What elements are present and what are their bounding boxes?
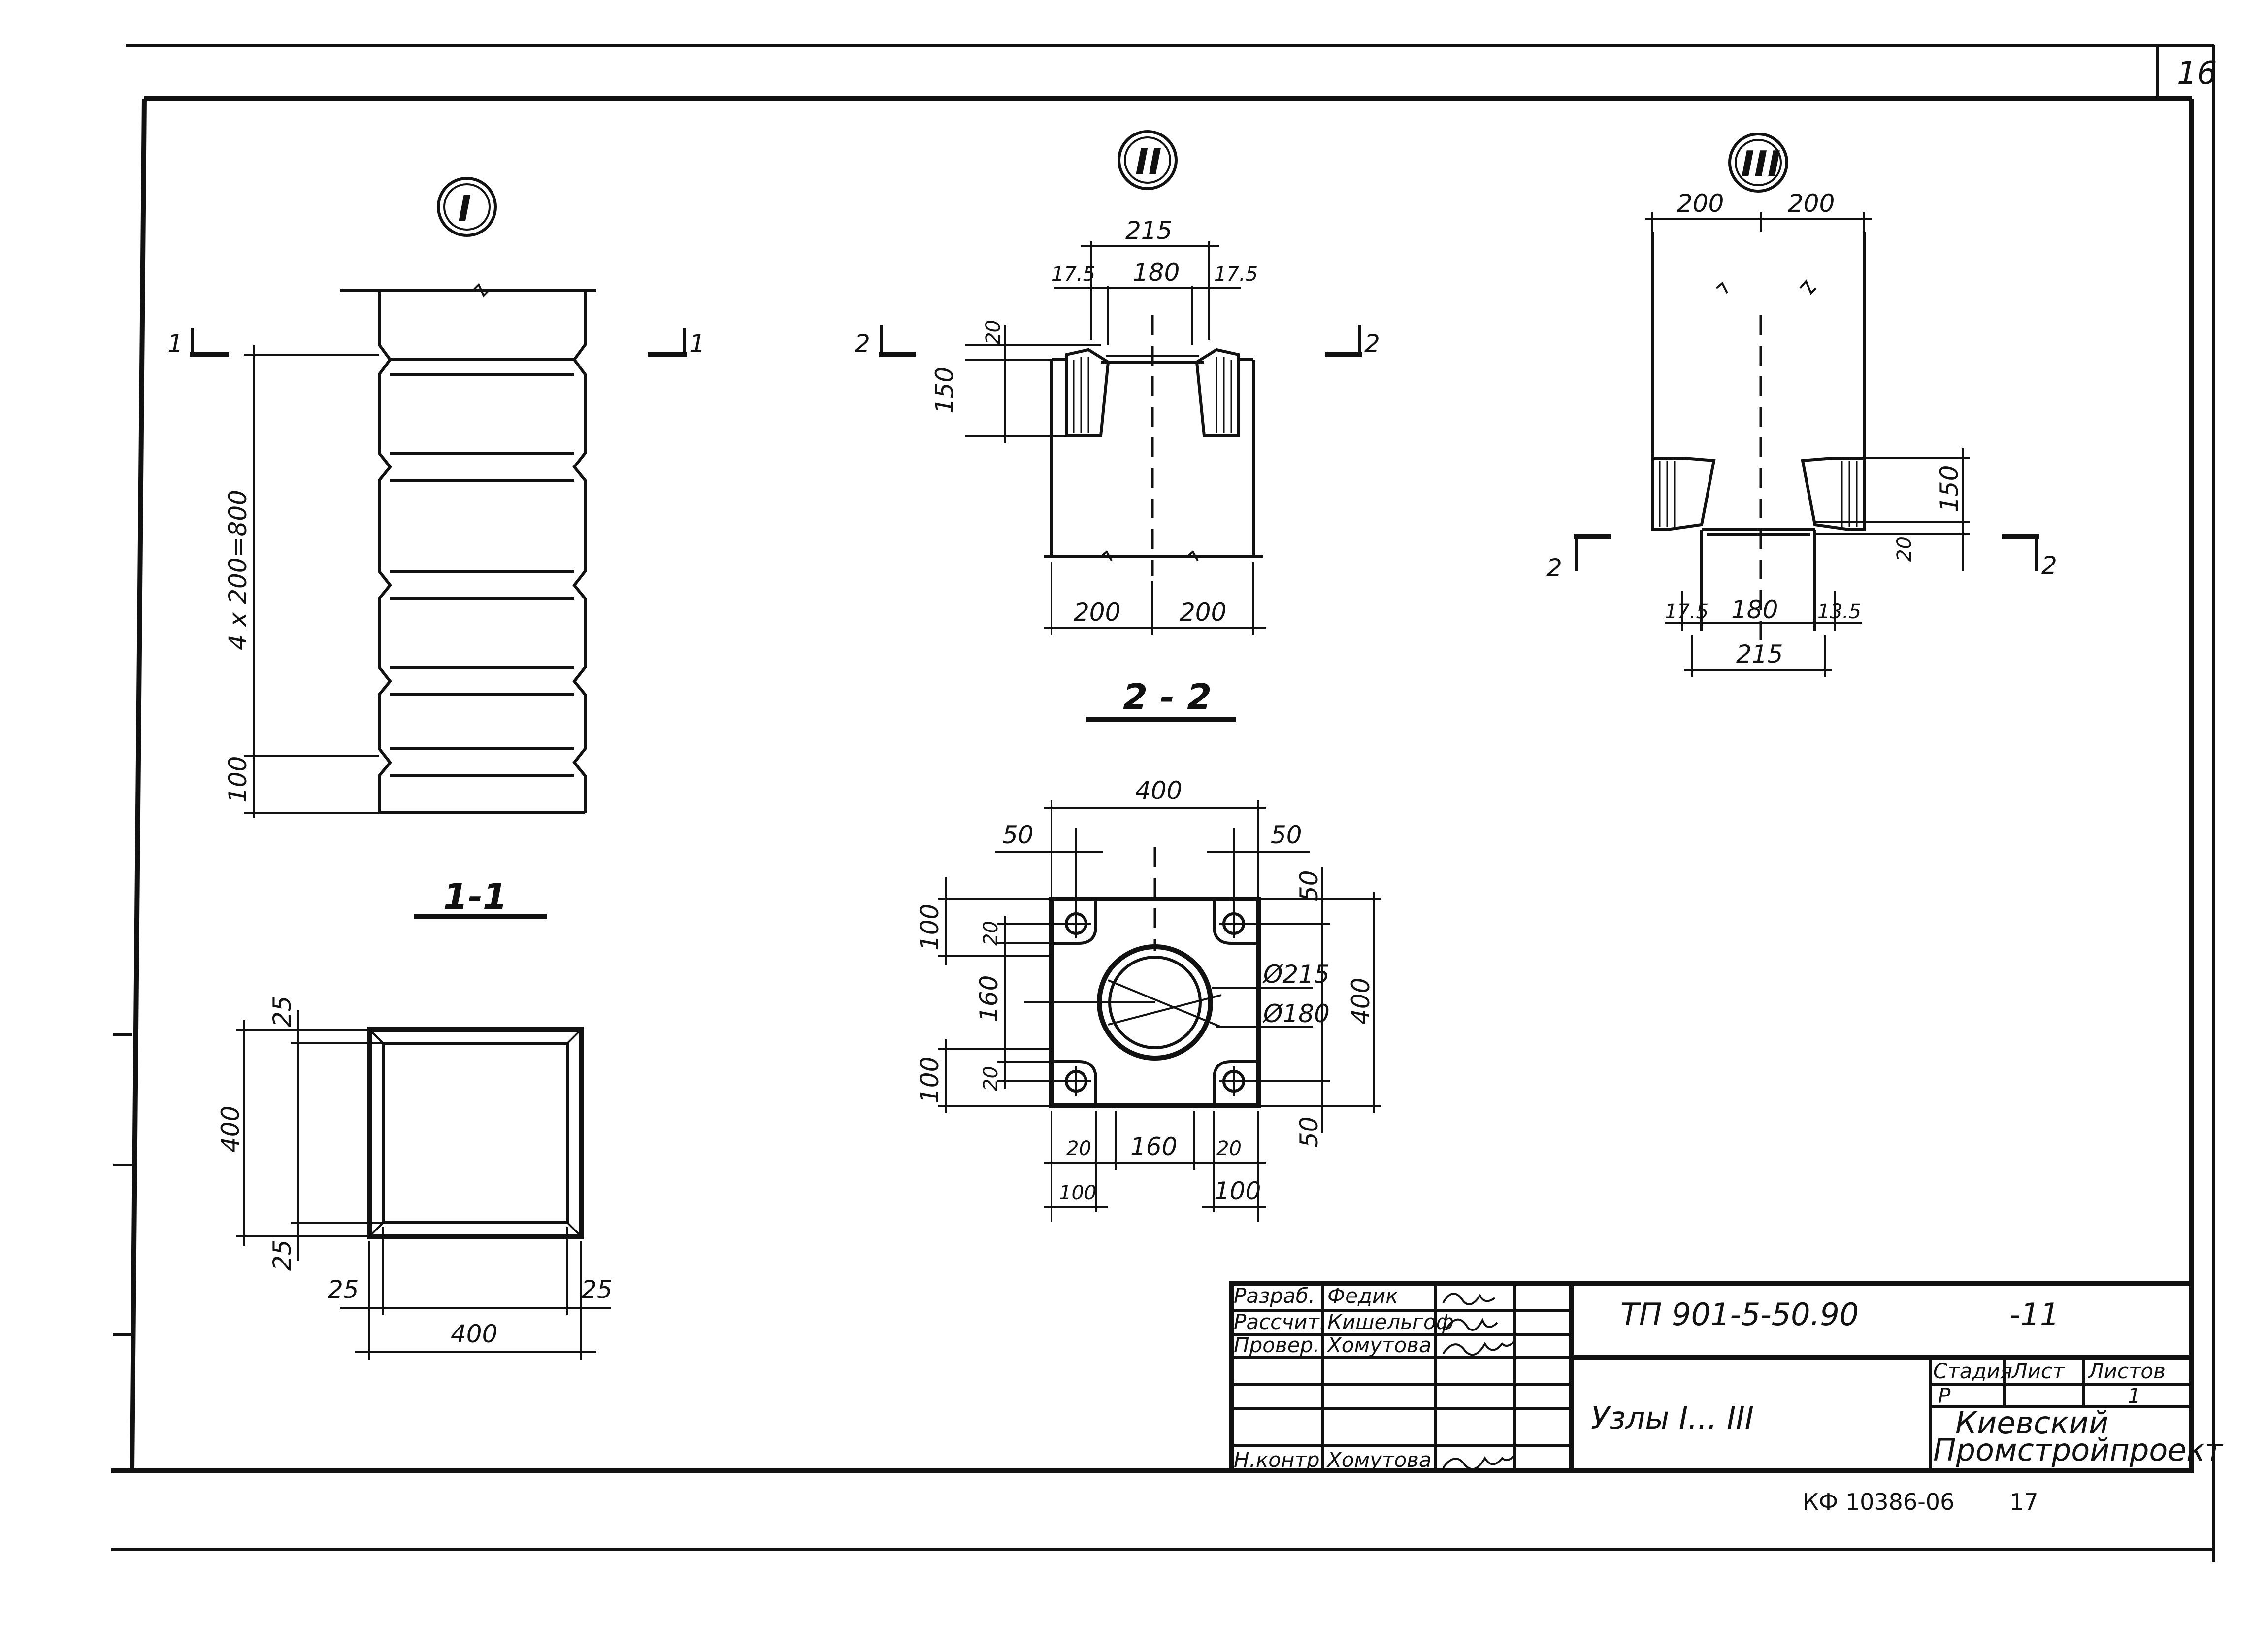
svg-text:17.5: 17.5 [1665, 600, 1709, 623]
svg-text:180: 180 [1731, 596, 1778, 624]
svg-text:20: 20 [1066, 1137, 1091, 1160]
svg-text:I: I [458, 188, 471, 229]
drawing-title: Узлы I... III [1591, 1400, 1754, 1436]
document-code: ТП 901-5-50.90 [1620, 1297, 1859, 1332]
node-one-label: I [437, 177, 497, 237]
node-one-column [340, 283, 596, 814]
svg-text:Ø215: Ø215 [1262, 960, 1330, 989]
svg-text:1: 1 [167, 330, 183, 358]
name-developer: Федик [1327, 1284, 1398, 1308]
role-norm-control: Н.контр [1234, 1448, 1320, 1472]
svg-text:25: 25 [268, 996, 296, 1027]
svg-text:100: 100 [224, 756, 252, 803]
node-three-label: III [1728, 133, 1788, 193]
sheet-header: Лист [2011, 1359, 2065, 1383]
sheets-value: 1 [2128, 1384, 2141, 1408]
document-suffix: -11 [2009, 1297, 2059, 1332]
svg-text:1: 1 [690, 330, 705, 358]
svg-text:2: 2 [1364, 330, 1380, 358]
svg-text:Ø180: Ø180 [1262, 999, 1330, 1028]
node-two-elevation [1044, 315, 1263, 576]
signatures [1442, 1293, 1515, 1470]
svg-text:200: 200 [1788, 189, 1835, 218]
svg-text:50: 50 [1295, 870, 1323, 901]
name-checked: Хомутова [1326, 1333, 1432, 1357]
sheet-frame [111, 44, 2215, 1562]
node-three-elevation [1651, 232, 1866, 650]
svg-text:100: 100 [1059, 1182, 1096, 1204]
svg-text:200: 200 [1074, 598, 1120, 627]
role-checked: Провер. [1234, 1333, 1320, 1357]
stage-header: Стадия [1933, 1359, 2012, 1383]
svg-text:215: 215 [1736, 640, 1783, 668]
svg-text:50: 50 [1295, 1116, 1323, 1148]
svg-text:160: 160 [975, 975, 1003, 1022]
role-calculated: Рассчит. [1234, 1310, 1326, 1334]
page-number: 16 [2177, 55, 2217, 92]
section-marks-1: 1 1 [167, 328, 705, 358]
svg-text:25: 25 [328, 1275, 359, 1304]
svg-text:200: 200 [1180, 598, 1226, 627]
title-block-roles: Разраб. Рассчит. Провер. Н.контр Федик К… [1234, 1284, 1454, 1472]
svg-text:400: 400 [216, 1106, 245, 1153]
svg-text:160: 160 [1130, 1132, 1177, 1161]
svg-text:400: 400 [451, 1320, 497, 1348]
section-1-1-plan [367, 1027, 584, 1239]
svg-text:100: 100 [1214, 1177, 1261, 1205]
sheets-header: Листов [2087, 1359, 2166, 1383]
svg-text:2: 2 [1546, 554, 1562, 582]
plan-view [1024, 847, 1261, 1108]
title-block [1229, 1281, 2194, 1473]
svg-text:100: 100 [916, 1057, 944, 1103]
node-three-dimensions: 200 200 150 20 17.5 180 13.5 215 [1645, 189, 1970, 677]
svg-text:2: 2 [855, 330, 870, 358]
svg-text:50: 50 [1271, 821, 1302, 849]
plan-view-dimensions: 400 50 50 50 50 400 100 20 160 20 100 [916, 776, 1381, 1222]
svg-text:20: 20 [1216, 1137, 1242, 1160]
organization-line-2: Промстройпроект [1933, 1432, 2224, 1468]
svg-text:20: 20 [982, 320, 1005, 345]
section-1-1-dimensions: 400 25 25 25 25 400 [216, 996, 613, 1360]
svg-text:25: 25 [268, 1239, 296, 1271]
svg-text:180: 180 [1133, 258, 1180, 287]
svg-text:400: 400 [1347, 978, 1375, 1025]
svg-text:4 x 200=800: 4 x 200=800 [224, 490, 252, 650]
name-norm-control: Хомутова [1326, 1448, 1432, 1472]
section-2-2-label: 2 - 2 [1123, 676, 1212, 718]
svg-text:25: 25 [581, 1275, 613, 1304]
archive-number: 17 [2009, 1489, 2038, 1515]
svg-text:150: 150 [930, 367, 959, 414]
section-marks-2-node-two: 2 2 [855, 325, 1380, 358]
svg-text:200: 200 [1677, 189, 1724, 218]
stage-value: Р [1938, 1384, 1951, 1408]
svg-text:17.5: 17.5 [1214, 263, 1258, 286]
node-two-label: II [1118, 130, 1178, 190]
node-two-dimensions: 215 17.5 180 17.5 20 150 200 200 [930, 216, 1266, 635]
svg-text:17.5: 17.5 [1052, 263, 1095, 286]
svg-text:400: 400 [1135, 776, 1182, 805]
svg-text:100: 100 [916, 904, 944, 951]
name-calculated: Кишельгоф [1327, 1310, 1454, 1334]
svg-text:50: 50 [1002, 821, 1034, 849]
role-developer: Разраб. [1234, 1284, 1315, 1308]
node-one-dimensions: 4 x 200=800 100 [224, 345, 379, 818]
svg-text:20: 20 [980, 921, 1002, 946]
section-1-1-label: 1-1 [443, 876, 507, 917]
svg-text:150: 150 [1935, 465, 1964, 512]
svg-text:II: II [1135, 141, 1162, 182]
svg-text:215: 215 [1125, 216, 1172, 245]
svg-text:20: 20 [980, 1066, 1002, 1091]
organization-line-1: Киевский [1955, 1405, 2108, 1441]
svg-text:13.5: 13.5 [1817, 600, 1861, 623]
svg-text:20: 20 [1893, 536, 1916, 562]
svg-text:2: 2 [2041, 551, 2057, 580]
svg-text:III: III [1741, 143, 1780, 185]
section-marks-2-node-three: 2 2 [1546, 534, 2057, 582]
archive-code: КФ 10386-06 [1803, 1489, 1954, 1515]
